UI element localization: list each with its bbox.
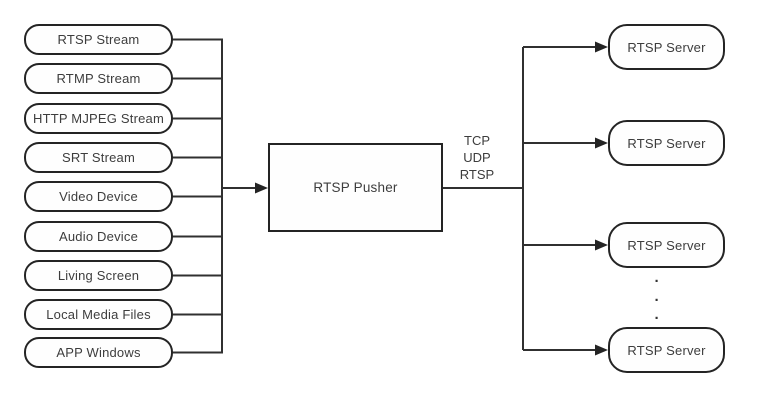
server-node-1: RTSP Server <box>608 24 725 70</box>
arrowhead-icon <box>595 137 608 149</box>
arrowhead-icon <box>595 239 608 251</box>
source-node-local-media-files: Local Media Files <box>24 299 173 330</box>
source-node-label: APP Windows <box>56 345 141 360</box>
source-node-http-mjpeg-stream: HTTP MJPEG Stream <box>24 103 173 134</box>
arrowhead-icon <box>595 41 608 53</box>
source-node-app-windows: APP Windows <box>24 337 173 368</box>
source-node-rtsp-stream: RTSP Stream <box>24 24 173 55</box>
source-node-srt-stream: SRT Stream <box>24 142 173 173</box>
arrowhead-icon <box>595 344 608 356</box>
vertical-ellipsis: · · · <box>651 274 663 326</box>
arrowhead-icon <box>255 182 268 194</box>
source-node-label: SRT Stream <box>61 150 136 165</box>
source-node-label: Living Screen <box>57 268 140 283</box>
server-node-label: RTSP Server <box>627 237 706 253</box>
server-node-label: RTSP Server <box>627 342 706 358</box>
ellipsis-dot: · <box>654 291 660 309</box>
ellipsis-dot: · <box>654 273 660 290</box>
server-node-4: RTSP Server <box>608 327 725 373</box>
source-node-label: RTSP Stream <box>57 32 140 47</box>
source-node-label: Local Media Files <box>46 307 151 322</box>
protocol-udp: UDP <box>463 150 491 165</box>
source-node-label: Video Device <box>59 189 138 204</box>
source-node-audio-device: Audio Device <box>24 221 173 252</box>
source-node-label: Audio Device <box>59 229 138 244</box>
connector-lines <box>171 38 597 354</box>
pusher-node-label: RTSP Pusher <box>313 180 398 195</box>
source-node-living-screen: Living Screen <box>24 260 173 291</box>
source-node-video-device: Video Device <box>24 181 173 212</box>
arrowheads <box>255 41 608 356</box>
protocol-label: TCP UDP RTSP <box>446 132 508 183</box>
source-node-label: RTMP Stream <box>56 71 141 86</box>
source-node-rtmp-stream: RTMP Stream <box>24 63 173 94</box>
server-node-2: RTSP Server <box>608 120 725 166</box>
server-node-label: RTSP Server <box>627 135 706 151</box>
source-node-label: HTTP MJPEG Stream <box>32 111 164 126</box>
protocol-rtsp: RTSP <box>459 167 495 182</box>
server-node-3: RTSP Server <box>608 222 725 268</box>
server-node-label: RTSP Server <box>627 39 706 55</box>
pusher-node: RTSP Pusher <box>268 143 443 232</box>
protocol-tcp: TCP <box>464 133 490 148</box>
ellipsis-dot: · <box>654 310 660 327</box>
